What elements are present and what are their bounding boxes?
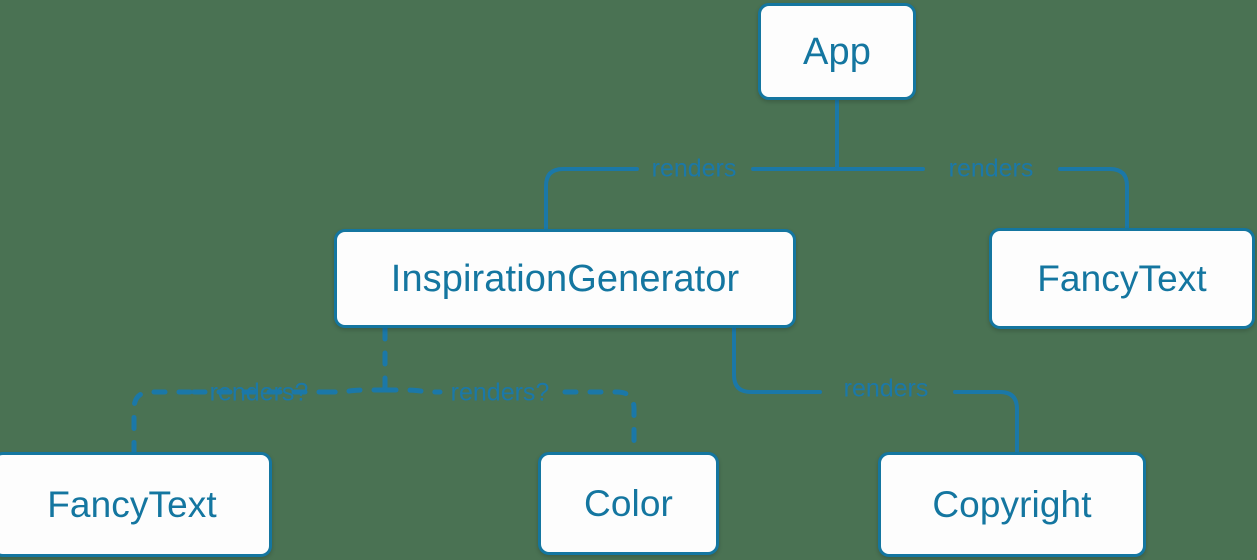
node-app-label: App: [803, 30, 871, 73]
node-color-label: Color: [584, 483, 673, 524]
edge-app-to-fancytext: [835, 167, 1129, 230]
edge-inspiration-to-color-dashed: [382, 387, 637, 455]
edge-label-inspiration-to-color: renders?: [450, 378, 550, 407]
edge-label-app-to-inspiration: renders: [651, 154, 737, 183]
node-fancytext-right-label: FancyText: [1037, 258, 1207, 299]
edge-app-to-inspiration: [544, 98, 839, 231]
node-color[interactable]: Color: [538, 452, 719, 555]
node-inspiration-generator[interactable]: InspirationGenerator: [334, 229, 796, 328]
node-fancytext-bottom[interactable]: FancyText: [0, 452, 272, 557]
node-copyright[interactable]: Copyright: [878, 452, 1146, 557]
node-app[interactable]: App: [758, 3, 916, 100]
edge-label-app-to-fancytext: renders: [948, 154, 1034, 183]
node-inspiration-generator-label: InspirationGenerator: [390, 257, 740, 300]
node-fancytext-bottom-label: FancyText: [47, 484, 217, 525]
node-copyright-label: Copyright: [932, 484, 1092, 525]
edge-label-inspiration-to-copyright: renders: [843, 374, 929, 403]
edge-inspiration-to-fancytext-dashed: [131, 325, 388, 455]
edge-inspiration-to-copyright: [732, 326, 1019, 454]
edge-label-inspiration-to-fancytext: renders?: [209, 378, 309, 407]
node-fancytext-right[interactable]: FancyText: [989, 228, 1255, 329]
